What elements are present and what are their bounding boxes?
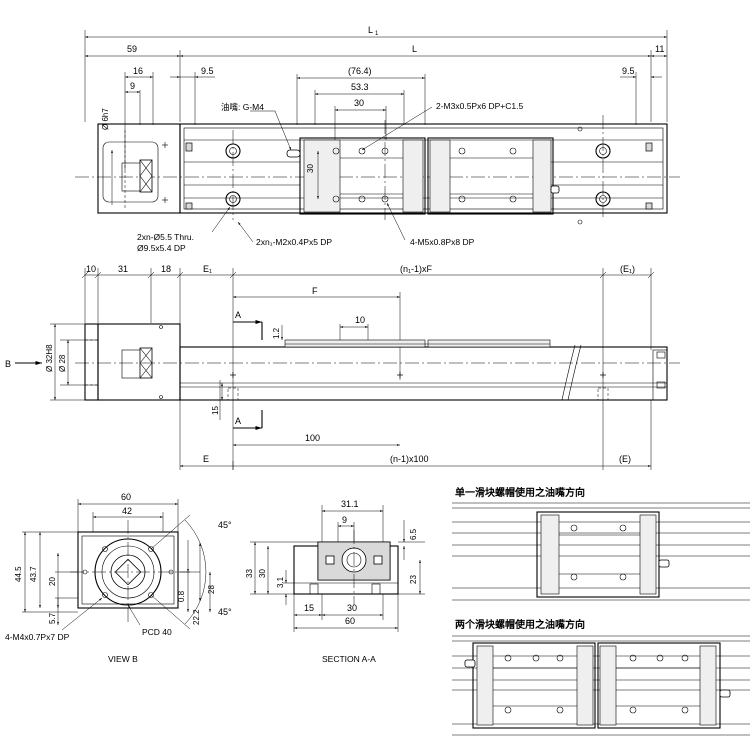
dim-31: 31 bbox=[118, 264, 128, 274]
side-view: 10 31 18 E₁ (n₁-1)xF (E₁) F 10 1.2 A A bbox=[5, 264, 680, 470]
vb-dim-60: 60 bbox=[121, 492, 131, 502]
dim-phi-6h7: Ø 6h7 bbox=[101, 108, 110, 130]
dim-18: 18 bbox=[161, 264, 171, 274]
dim-30: 30 bbox=[354, 98, 364, 108]
dim-L1-sub: 1 bbox=[375, 31, 379, 37]
oiling-direction-single: 单一滑块螺帽使用之油嘴方向 bbox=[452, 486, 750, 601]
top-view: L 1 59 L 11 16 9 9.5 9.5 (76.4) 53.3 30 bbox=[75, 25, 680, 253]
dim-30-vertical: 30 bbox=[306, 164, 315, 173]
dim-F: F bbox=[312, 286, 318, 296]
oiling-nipple-icon bbox=[658, 559, 670, 568]
sa-dim-9: 9 bbox=[342, 515, 347, 525]
dim-E-paren: (E) bbox=[619, 454, 631, 464]
mount-hole-marker-icon bbox=[230, 372, 606, 378]
vb-dim-0-8: 0.8 bbox=[177, 590, 186, 602]
oiling-direction-double: 两个滑块螺帽使用之油嘴方向 bbox=[452, 618, 750, 736]
vb-title: VIEW B bbox=[108, 654, 138, 664]
note-m2-holes: 2xn₁-M2x0.4Px5 DP bbox=[256, 237, 332, 247]
vb-angle-45-top: 45° bbox=[218, 520, 232, 530]
section-a-a: 31.1 9 6.5 23 33 30 3.1 15 30 60 SECTION… bbox=[245, 499, 425, 664]
sa-title: SECTION A-A bbox=[322, 654, 376, 664]
dim-9-5-left: 9.5 bbox=[201, 66, 214, 76]
vb-tap-hole-icon bbox=[82, 546, 174, 598]
note-thru-holes: 2xn-Ø5.5 Thru. bbox=[137, 232, 194, 242]
vb-dim-43-7: 43.7 bbox=[29, 566, 38, 582]
note-grease-nipple: 油嘴: G-M4 bbox=[221, 102, 264, 112]
oiling-nipple-icon-left bbox=[464, 659, 476, 668]
sa-dim-6-5: 6.5 bbox=[409, 528, 418, 540]
dim-11: 11 bbox=[655, 44, 664, 54]
grease-nipple-icon bbox=[286, 149, 301, 158]
dim-E1-paren: (E₁) bbox=[620, 264, 635, 274]
vb-note-m4: 4-M4x0.7Px7 DP bbox=[5, 632, 70, 642]
note-m5-holes: 4-M5x0.8Px8 DP bbox=[410, 237, 475, 247]
dim-phi-32h8: Ø 32H8 bbox=[45, 344, 54, 372]
sa-dim-33: 33 bbox=[245, 569, 254, 578]
dim-E: E bbox=[203, 454, 209, 464]
vb-dim-5-7: 5.7 bbox=[48, 612, 57, 624]
dim-L: L bbox=[412, 44, 417, 54]
grease-nipple-icon-2 bbox=[550, 185, 560, 194]
dim-15: 15 bbox=[211, 406, 220, 415]
dim-53-3: 53.3 bbox=[351, 82, 369, 92]
dim-10-small: 10 bbox=[355, 315, 365, 325]
oiling-nipple-icon-right bbox=[719, 689, 731, 698]
dim-n1-F: (n₁-1)xF bbox=[400, 264, 433, 274]
dim-100: 100 bbox=[305, 433, 320, 443]
view-b-marker: B bbox=[5, 359, 11, 369]
sa-dim-30: 30 bbox=[258, 569, 267, 578]
sa-dim-31-1: 31.1 bbox=[341, 499, 359, 509]
section-a-bottom: A bbox=[235, 416, 241, 426]
sa-dim-15: 15 bbox=[304, 603, 314, 613]
dim-59: 59 bbox=[127, 44, 137, 54]
vb-dim-22-2: 22.2 bbox=[192, 609, 201, 625]
sa-dim-3-1: 3.1 bbox=[276, 576, 285, 588]
vb-dim-28: 28 bbox=[207, 585, 216, 594]
dim-9: 9 bbox=[130, 81, 135, 91]
dim-E1: E₁ bbox=[203, 264, 212, 274]
note-counterbore: Ø9.5x5.4 DP bbox=[137, 243, 186, 253]
vb-dim-44-5: 44.5 bbox=[14, 566, 23, 582]
dim-9-5-right: 9.5 bbox=[622, 66, 635, 76]
view-b: 60 42 45° 45° 44.5 43.7 20 5.7 0.8 22.2 … bbox=[5, 492, 232, 664]
oiling-single-title: 单一滑块螺帽使用之油嘴方向 bbox=[455, 486, 585, 499]
vb-angle-45-bottom: 45° bbox=[218, 607, 232, 617]
sa-dim-30-bottom: 30 bbox=[347, 603, 357, 613]
section-a-top: A bbox=[235, 310, 241, 320]
dim-10: 10 bbox=[86, 264, 96, 274]
dim-16: 16 bbox=[133, 66, 143, 76]
sa-dim-23: 23 bbox=[409, 575, 418, 584]
note-m3-holes: 2-M3x0.5Px6 DP+C1.5 bbox=[436, 101, 523, 111]
carriage-block-1 bbox=[299, 137, 426, 215]
carriage-block-2 bbox=[427, 137, 554, 215]
sa-dim-60: 60 bbox=[345, 616, 355, 626]
vb-dim-20: 20 bbox=[48, 577, 57, 586]
vb-dim-42: 42 bbox=[122, 506, 132, 516]
dim-1-2: 1.2 bbox=[272, 327, 281, 339]
dim-76-4: (76.4) bbox=[348, 66, 372, 76]
dim-n-100: (n-1)x100 bbox=[390, 454, 429, 464]
dim-L1: L bbox=[368, 25, 373, 35]
vb-note-pcd: PCD 40 bbox=[142, 627, 172, 637]
dim-phi-28: Ø 28 bbox=[58, 354, 67, 372]
oiling-double-title: 两个滑块螺帽使用之油嘴方向 bbox=[455, 618, 585, 631]
